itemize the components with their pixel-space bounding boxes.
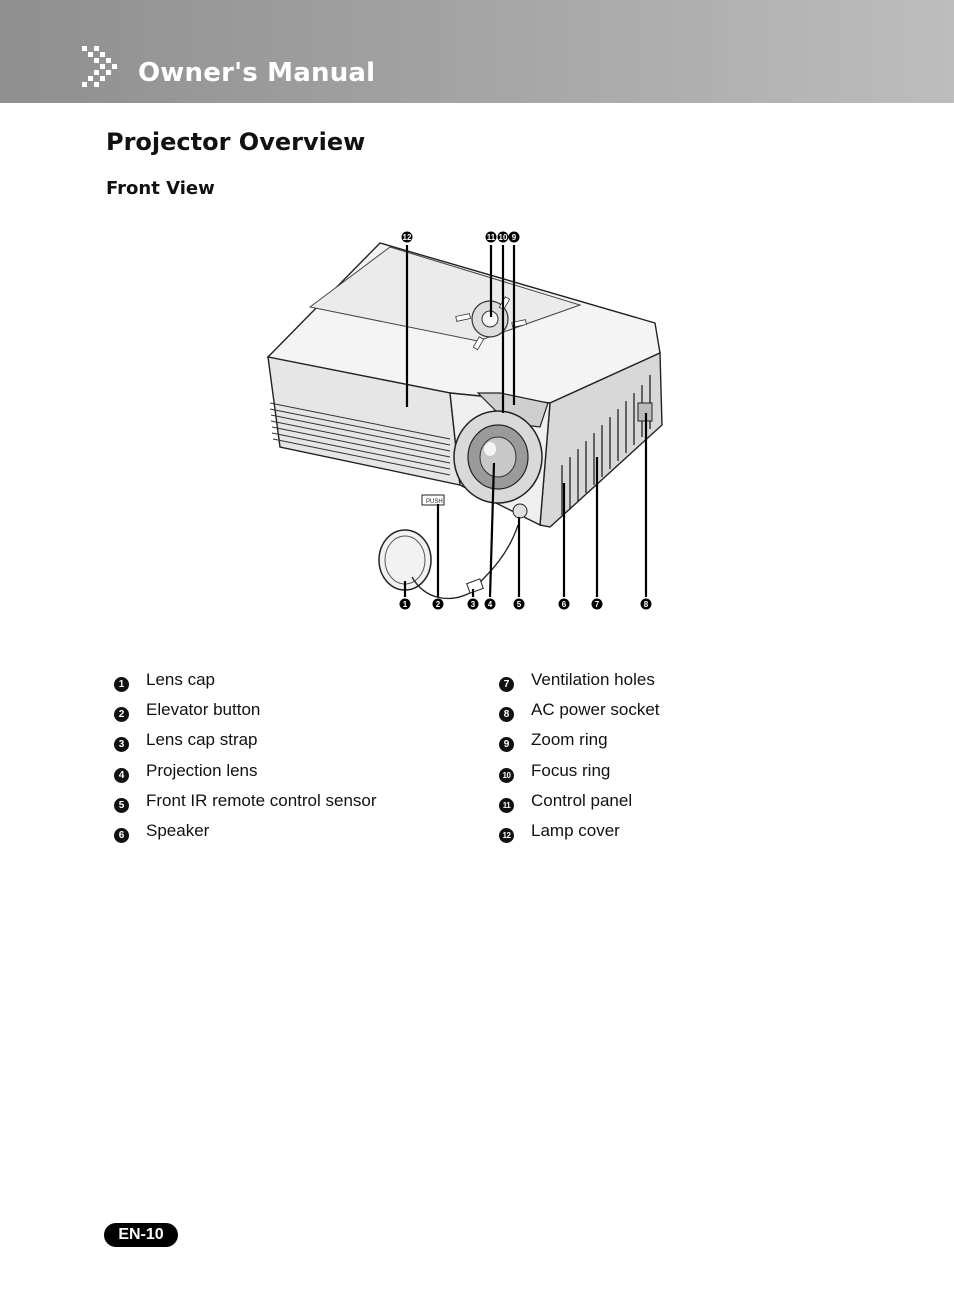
legend-item: 6 Speaker [112,819,472,849]
legend-label: Elevator button [146,700,261,720]
callout-8-icon [640,598,652,610]
legend-label: Zoom ring [531,730,608,750]
callout-3-label: 3 [471,600,476,609]
number-badge-icon: 1 [114,677,129,692]
callout-9-icon [508,231,520,243]
number-badge-icon: 4 [114,767,129,783]
legend-label: Projection lens [146,760,258,780]
legend-item: 5 Front IR remote control sensor [112,789,472,819]
number-badge-icon: 9 [499,737,514,753]
legend-label: Speaker [146,820,210,840]
callout-3-icon [467,598,479,610]
callout-7-icon [591,598,603,610]
legend-item: 3 Lens cap strap [112,728,472,758]
legend-label: Lens cap strap [146,730,258,750]
callout-5-icon [513,598,525,610]
callout-11-label: 11 [487,233,496,242]
legend-item: 4 Projection lens [112,759,472,789]
callout-12-label: 12 [403,233,412,242]
number-badge-icon: 2 [114,707,129,723]
legend-label: Front IR remote control sensor [146,790,377,810]
callout-1-icon [399,598,411,610]
callout-2-icon [432,598,444,610]
front-vents [269,402,451,476]
header-band: Owner's Manual [0,0,954,103]
legend-item: 1 Lens cap [112,668,472,698]
legend-item: 12 Lamp cover [497,819,857,849]
chevron-logo-icon [82,46,117,87]
callout-4-icon [484,598,496,610]
legend-item: 2 Elevator button [112,698,472,728]
callout-7-label: 7 [595,600,600,609]
lamp-cover [308,246,582,342]
callout-8-label: 8 [644,600,649,609]
page-title: Projector Overview [106,128,366,156]
callout-6-icon [558,598,570,610]
legend-label: AC power socket [531,700,660,720]
projection-lens-drawing [453,410,543,504]
callout-5-label: 5 [517,600,522,609]
legend-label: Lamp cover [531,820,620,840]
legend-label: Control panel [531,790,633,810]
number-badge-icon: 11 [499,797,514,813]
callout-10-label: 10 [499,233,508,242]
callout-6-label: 6 [562,600,567,609]
number-badge-icon: 5 [114,797,129,813]
section-title: Front View [106,178,215,199]
push-label: PUSH [426,499,443,505]
callout-9-label: 9 [512,233,517,242]
legend-left: 1 Lens cap 2 Elevator button 3 Lens cap strap… [112,668,472,849]
side-vents [561,375,651,515]
number-badge-icon: 10 [499,767,514,783]
page-number-badge: EN-10 [104,1223,178,1247]
legend-item: 9 Zoom ring [497,728,857,758]
control-panel-drawing [455,296,527,351]
lens-cap-drawing [378,524,519,600]
legend-item: 7 Ventilation holes [497,668,857,698]
callout-12-icon [401,231,413,243]
manual-title: Owner's Manual [138,58,376,88]
callout-4-label: 4 [488,600,493,609]
number-badge-icon: 12 [499,827,514,843]
callout-11-icon [485,231,497,243]
number-badge-icon: 8 [499,707,514,723]
elevator-button-drawing [421,494,445,506]
callout-10-icon [497,231,509,243]
number-badge-icon: 7 [499,677,514,692]
legend-label: Ventilation holes [531,670,655,689]
callout-1-label: 1 [403,600,408,609]
legend-label: Focus ring [531,760,611,780]
number-badge-icon: 3 [114,737,129,753]
legend-item: 11 Control panel [497,789,857,819]
legend-right: 7 Ventilation holes 8 AC power socket 9 Zoom … [497,668,857,849]
legend-label: Lens cap [146,670,215,689]
legend-item: 10 Focus ring [497,759,857,789]
callout-2-label: 2 [436,600,441,609]
legend-item: 8 AC power socket [497,698,857,728]
number-badge-icon: 6 [114,827,129,843]
